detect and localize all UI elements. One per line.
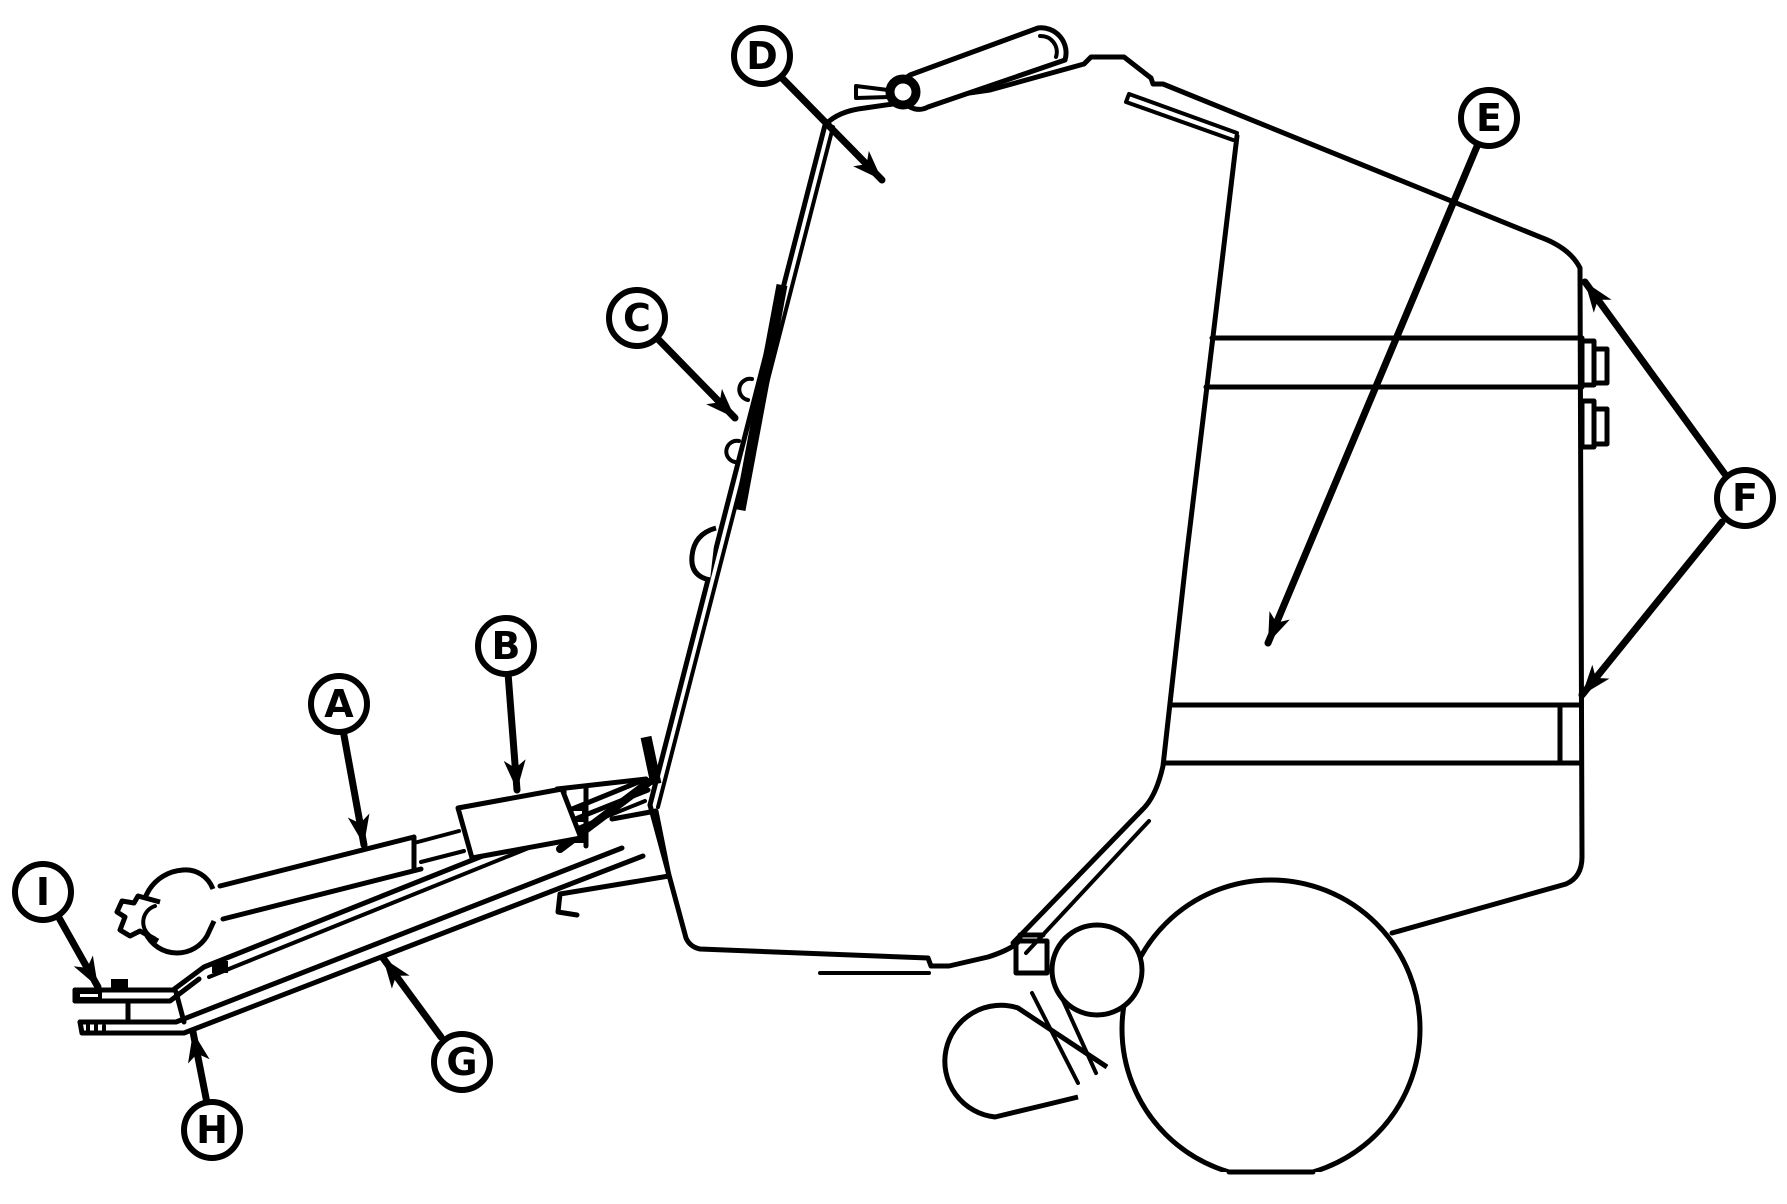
callout-A: A bbox=[308, 673, 370, 849]
callout-I: I bbox=[12, 861, 102, 991]
callout-letter-E: E bbox=[1476, 96, 1502, 140]
lift-cylinder bbox=[854, 25, 1069, 112]
cylinder-pivot-ring bbox=[885, 74, 921, 110]
callout-circle-I bbox=[12, 861, 74, 923]
strip-hook bbox=[724, 438, 741, 464]
callout-letter-G: G bbox=[446, 1040, 477, 1084]
wheel bbox=[1119, 877, 1423, 1204]
flange-ticks bbox=[86, 1023, 106, 1033]
spring-rod bbox=[1030, 991, 1080, 1085]
leader-arrow-H bbox=[188, 1028, 211, 1107]
callout-letter-A: A bbox=[324, 682, 354, 726]
callout-circle-E bbox=[1458, 87, 1520, 149]
front-edge bbox=[647, 122, 828, 808]
gearbox-shield bbox=[455, 786, 584, 861]
callout-circle-G bbox=[431, 1031, 493, 1093]
tire-outline bbox=[1119, 877, 1423, 1181]
strut-strip bbox=[734, 283, 788, 512]
hitch-plate-bottom bbox=[72, 976, 202, 1004]
front-strut-strip bbox=[689, 283, 788, 583]
hitch-slot bbox=[76, 990, 102, 1001]
hinge-block bbox=[1591, 346, 1610, 386]
flange-bottom bbox=[79, 853, 646, 1036]
strip-roller-tab bbox=[689, 525, 717, 583]
callout-letter-D: D bbox=[746, 34, 778, 78]
pto-yoke-arc bbox=[141, 904, 157, 940]
callout-D: D bbox=[731, 25, 886, 184]
callout-C: C bbox=[606, 287, 739, 422]
flange-top bbox=[77, 845, 625, 1025]
callout-letter-B: B bbox=[492, 624, 521, 668]
cylinder-rod-end-arc bbox=[1038, 34, 1059, 59]
leader-arrow-G bbox=[379, 954, 445, 1041]
front-edge-tab bbox=[640, 735, 662, 786]
callout-circle-H bbox=[181, 1099, 243, 1161]
leader-arrow-D bbox=[777, 73, 886, 184]
baler-body bbox=[647, 54, 1610, 975]
callout-letter-I: I bbox=[36, 870, 50, 914]
pto-yoke bbox=[114, 893, 161, 944]
gate-line bbox=[1010, 133, 1240, 946]
leader-arrow-E bbox=[1264, 140, 1482, 647]
bottom-edge bbox=[647, 802, 1046, 969]
ground-flat-mask bbox=[1150, 1172, 1400, 1204]
tension-arm-body bbox=[942, 1002, 1109, 1120]
hinge-block bbox=[1591, 406, 1610, 447]
callout-circle-B bbox=[475, 615, 537, 677]
strip-hook bbox=[737, 376, 754, 402]
hitch-bolt-tab bbox=[111, 979, 128, 992]
callout-G: G bbox=[379, 954, 493, 1093]
callout-H: H bbox=[181, 1028, 243, 1161]
leader-arrow-I bbox=[54, 912, 102, 991]
grease-stub bbox=[854, 84, 891, 100]
callout-B: B bbox=[475, 615, 537, 794]
callout-F: F bbox=[1578, 278, 1776, 699]
leader-arrow-C bbox=[652, 333, 739, 422]
lower-band bbox=[1163, 702, 1583, 766]
axle-hub-circle bbox=[1049, 922, 1145, 1018]
callout-circle-D bbox=[731, 25, 793, 87]
leader-arrow-F-lower bbox=[1578, 518, 1726, 699]
leader-arrow-B bbox=[503, 669, 526, 794]
gate-line-inner bbox=[1024, 819, 1151, 955]
beam-bolt-tab bbox=[212, 961, 228, 973]
callout-circle-C bbox=[606, 287, 668, 349]
cylinder-body bbox=[898, 25, 1069, 112]
top-seam bbox=[1124, 92, 1239, 142]
callout-circle-F bbox=[1714, 467, 1776, 529]
callout-circle-A bbox=[308, 673, 370, 735]
callout-E: E bbox=[1264, 87, 1520, 647]
pto-shaft bbox=[114, 829, 466, 956]
leader-arrow-F-upper bbox=[1581, 278, 1731, 481]
callout-letter-C: C bbox=[623, 296, 651, 340]
callout-letter-F: F bbox=[1732, 476, 1758, 520]
pickup-shield bbox=[555, 808, 672, 918]
callout-letter-H: H bbox=[196, 1108, 228, 1152]
leader-arrow-A bbox=[339, 726, 370, 849]
pto-inner-shaft bbox=[412, 829, 466, 864]
top-and-rear-edge bbox=[822, 54, 1585, 936]
pto-tube bbox=[217, 834, 424, 922]
flange-end bbox=[77, 1019, 85, 1036]
